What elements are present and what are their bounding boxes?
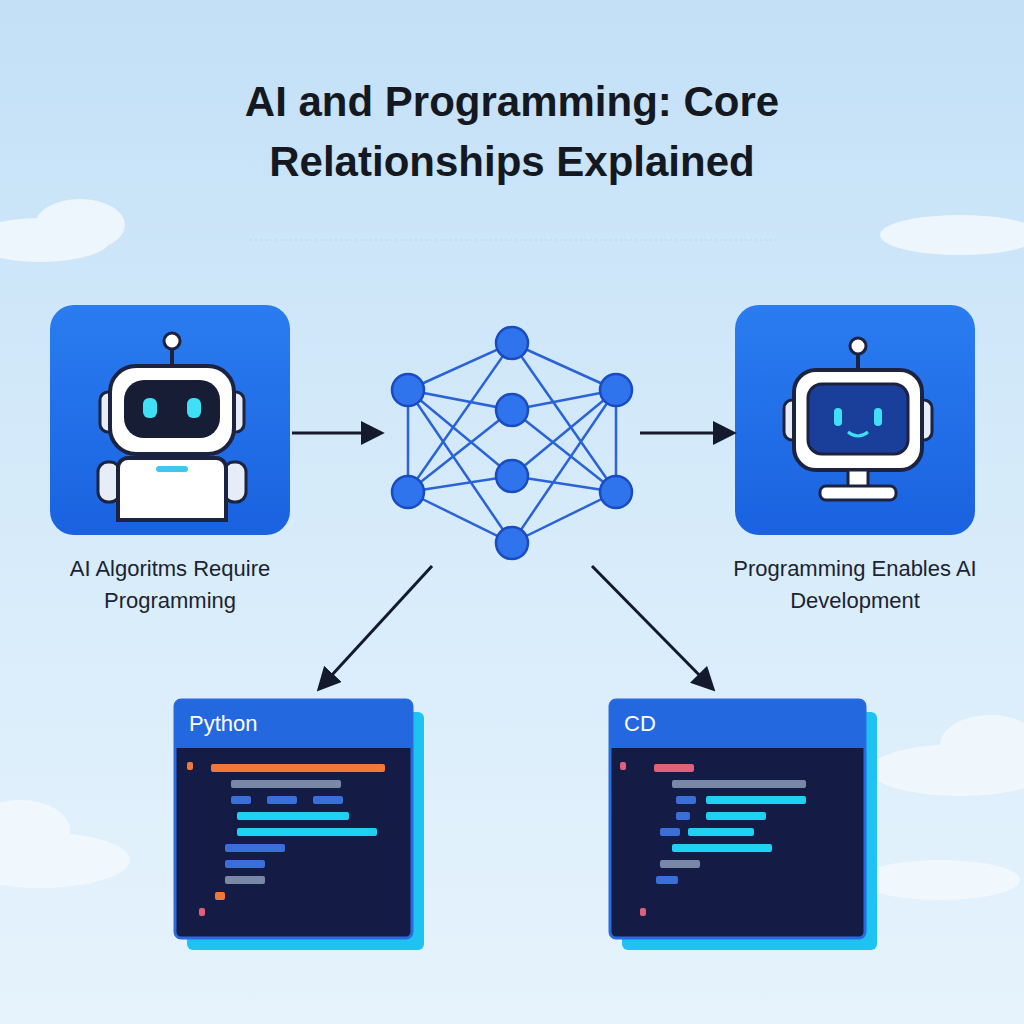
code-panel: Python — [175, 700, 412, 938]
divider — [250, 240, 780, 241]
robot-icon — [50, 305, 290, 535]
robot-icon — [735, 305, 975, 535]
icon-tile: AI Algoritms Require Programming — [10, 305, 330, 625]
flow-arrow — [292, 433, 732, 688]
neural-network — [392, 327, 632, 559]
title: AI and Programming: Core Relationships E… — [20, 72, 1004, 192]
panel-title: CD — [624, 710, 656, 738]
icon-tile: Programming Enables AI Development — [720, 305, 990, 625]
code-panel — [610, 700, 877, 950]
tile-label: AI Algoritms Require Programming — [20, 553, 320, 617]
panel-title: Python — [189, 710, 258, 738]
tile-label: Programming Enables AI Development — [720, 553, 990, 617]
code-panel — [175, 700, 424, 950]
code-panel: CD — [610, 700, 865, 938]
